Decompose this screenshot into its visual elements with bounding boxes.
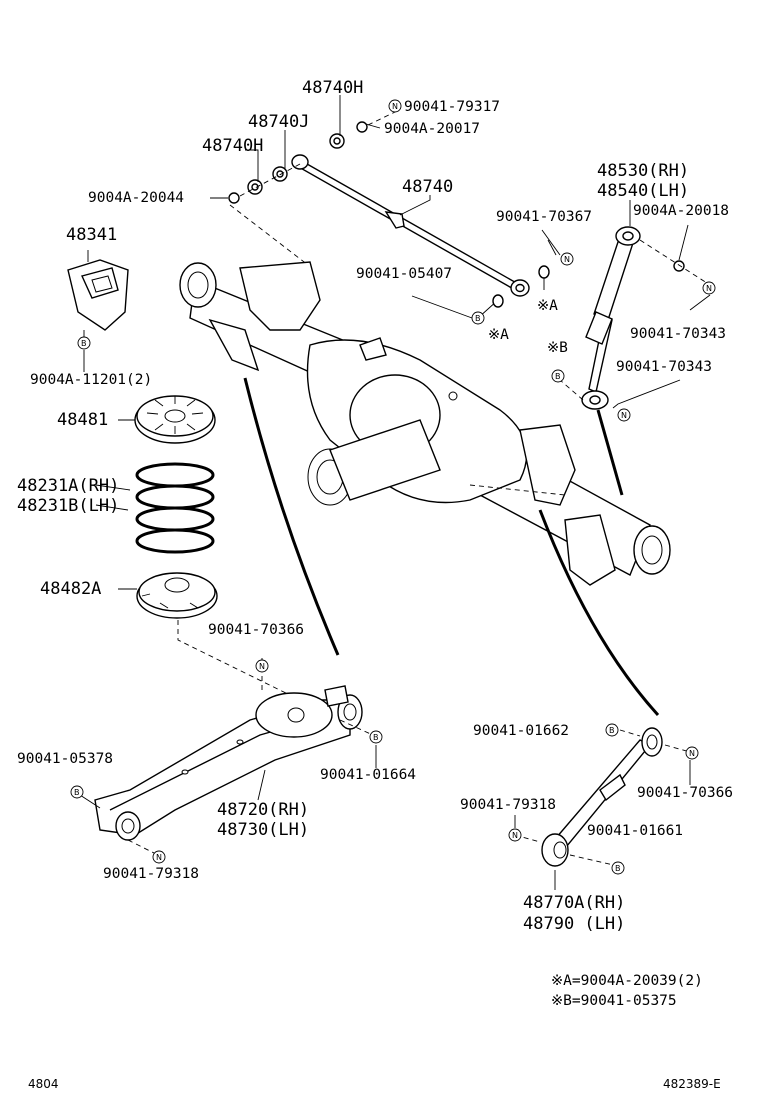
shock-washer — [673, 260, 685, 272]
spring-insulator-lower-48482A — [136, 572, 218, 619]
b-mark-4: B — [373, 733, 379, 742]
label-48482A: 48482A — [40, 579, 101, 599]
label-48530-rh: 48530(RH) — [597, 161, 689, 181]
note-a-mark-1: ※A — [537, 298, 558, 314]
b-mark-2: B — [81, 339, 87, 348]
n-mark-2: N — [564, 255, 570, 264]
legend-note-a: ※A=9004A-20039(2) — [551, 973, 703, 989]
label-90041-70366-a: 90041-70366 — [208, 622, 304, 638]
label-90041-70343-a: 90041-70343 — [630, 326, 726, 342]
label-48740H-left: 48740H — [202, 136, 263, 156]
bump-stopper-48341 — [67, 259, 129, 331]
n-mark-4: N — [621, 411, 627, 420]
footer-figure-ref: 482389-E — [663, 1077, 721, 1091]
label-48740H-top: 48740H — [302, 78, 363, 98]
lateral-rod-bushings — [228, 121, 368, 204]
spring-insulator-upper-48481 — [134, 395, 216, 444]
label-90041-05407: 90041-05407 — [356, 266, 452, 282]
b-mark-7: B — [615, 864, 621, 873]
label-48231B-lh: 48231B(LH) — [17, 496, 119, 516]
label-90041-70343-b: 90041-70343 — [616, 359, 712, 375]
n-symbol-markers: N N N N N N N N — [152, 99, 716, 864]
label-9004A-20017: 9004A-20017 — [384, 121, 480, 137]
label-9004A-20018: 9004A-20018 — [633, 203, 729, 219]
upper-control-arm-48770A — [541, 727, 663, 867]
lateral-rod-48740 — [291, 154, 530, 297]
label-48740J: 48740J — [248, 112, 309, 132]
label-48481: 48481 — [57, 410, 108, 430]
label-90041-70366-b: 90041-70366 — [637, 785, 733, 801]
note-a-mark-2: ※A — [488, 327, 509, 343]
n-mark-8: N — [512, 831, 518, 840]
n-mark-5: N — [259, 662, 265, 671]
b-symbol-markers: B B B B B B B — [70, 311, 625, 875]
note-b-mark-1: ※B — [547, 340, 568, 356]
footer-page-number: 4804 — [28, 1077, 59, 1091]
rear-axle-housing — [179, 261, 671, 586]
washer-a-1 — [492, 294, 504, 308]
label-48770A-rh: 48770A(RH) — [523, 893, 625, 913]
n-mark-7: N — [156, 853, 162, 862]
legend-note-b: ※B=90041-05375 — [551, 993, 677, 1009]
label-9004A-11201: 9004A-11201(2) — [30, 372, 152, 388]
label-90041-01661: 90041-01661 — [587, 823, 683, 839]
label-48740: 48740 — [402, 177, 453, 197]
n-mark-6: N — [689, 749, 695, 758]
label-90041-01662: 90041-01662 — [473, 723, 569, 739]
b-mark-1: B — [475, 314, 481, 323]
coil-spring-48231 — [135, 462, 215, 554]
label-48730-lh: 48730(LH) — [217, 820, 309, 840]
label-48540-lh: 48540(LH) — [597, 181, 689, 201]
label-48231A-rh: 48231A(RH) — [17, 476, 119, 496]
label-48341: 48341 — [66, 225, 117, 245]
b-mark-6: B — [74, 788, 80, 797]
label-90041-79317: 90041-79317 — [404, 99, 500, 115]
n-mark-1: N — [392, 102, 398, 111]
label-90041-70367: 90041-70367 — [496, 209, 592, 225]
n-mark-3: N — [706, 284, 712, 293]
label-90041-79318-right: 90041-79318 — [460, 797, 556, 813]
b-mark-5: B — [609, 726, 615, 735]
shock-absorber-48530 — [581, 226, 641, 410]
label-48790-lh: 48790 (LH) — [523, 914, 625, 934]
washer-a-2 — [538, 265, 550, 279]
label-9004A-20044: 9004A-20044 — [88, 190, 184, 206]
label-90041-05378: 90041-05378 — [17, 751, 113, 767]
b-mark-3: B — [555, 372, 561, 381]
label-90041-79318-left: 90041-79318 — [103, 866, 199, 882]
label-90041-01664: 90041-01664 — [320, 767, 416, 783]
label-48720-rh: 48720(RH) — [217, 800, 309, 820]
